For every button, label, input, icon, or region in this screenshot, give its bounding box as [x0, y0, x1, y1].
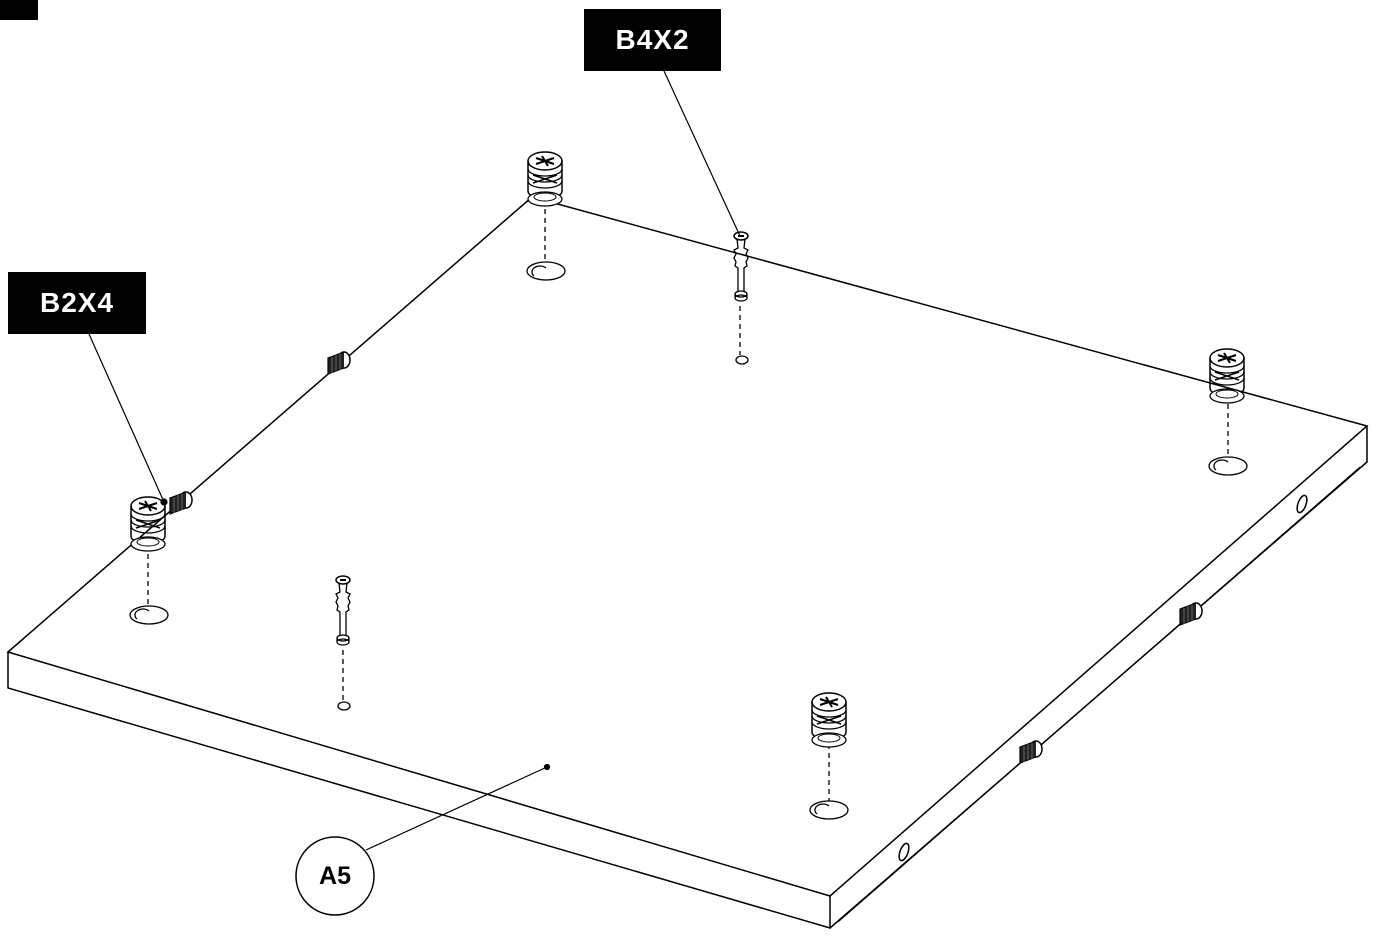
- panel-top-face: [6, 196, 1369, 897]
- corner-marker: [0, 0, 38, 20]
- part-a5-label: A5: [319, 862, 351, 890]
- holes: [129, 261, 1248, 820]
- callout-b4x2: B4X2: [584, 9, 721, 71]
- part-a5-circle: [295, 836, 375, 916]
- panel-a5: [6, 196, 1369, 930]
- leader-lines: [88, 70, 741, 851]
- panel-front-edge: [7, 652, 831, 930]
- callout-b2x4: B2X4: [8, 272, 146, 334]
